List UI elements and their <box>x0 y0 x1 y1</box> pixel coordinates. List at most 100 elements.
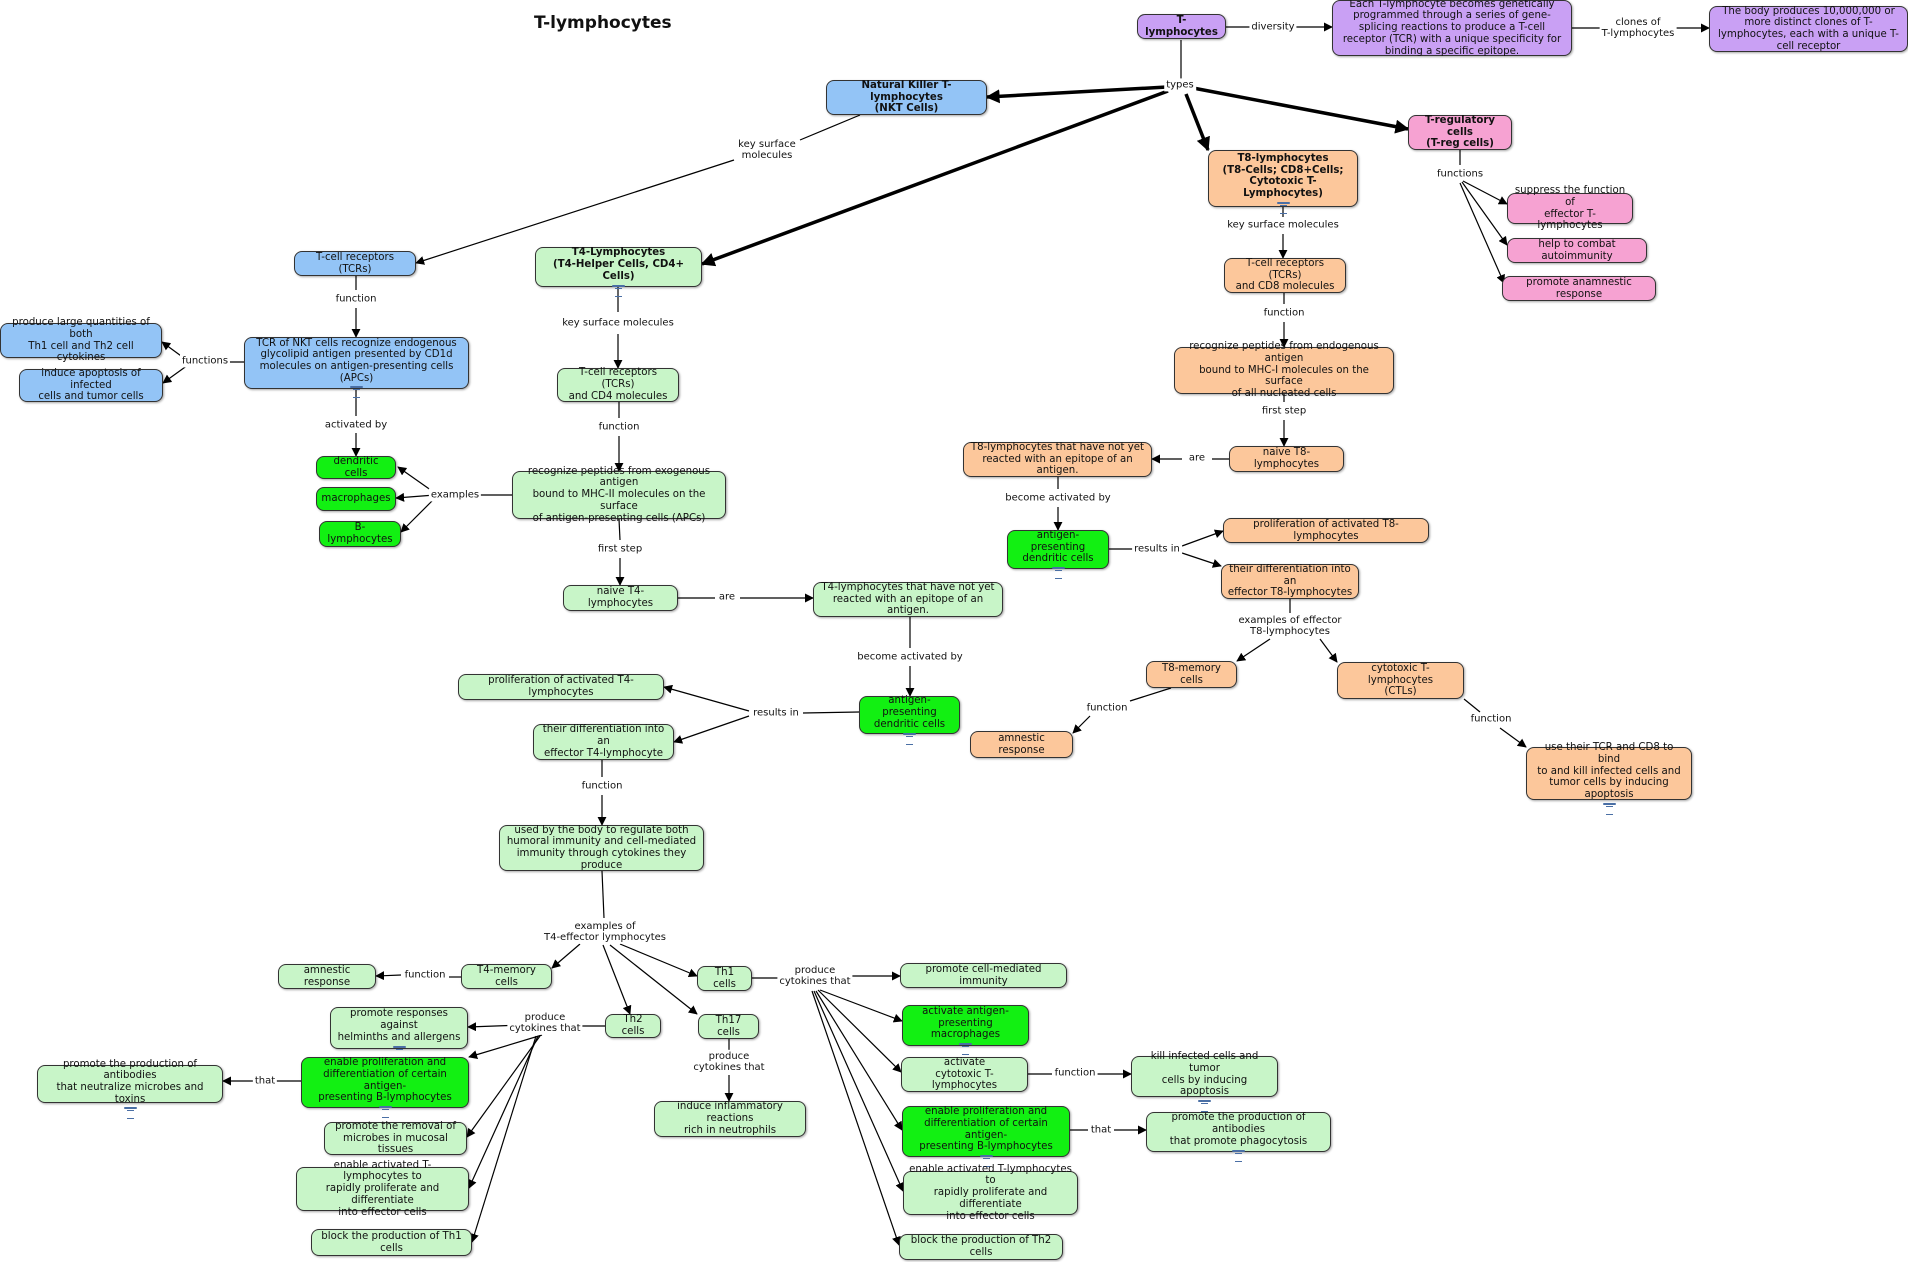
concept-th1-o6[interactable]: block the production of Th2 cells <box>899 1234 1063 1260</box>
concept-t8-diff[interactable]: their differentiation into an effector T… <box>1221 564 1359 599</box>
concept-nkt-f2[interactable]: induce apoptosis of infected cells and t… <box>19 368 163 402</box>
connector-arrow <box>395 492 436 502</box>
concept-th2-o3[interactable]: promote the removal of microbes in mucos… <box>324 1121 467 1155</box>
concept-th2[interactable]: Th2 cells <box>605 1014 661 1038</box>
concept-treg-cells[interactable]: T-regulatory cells (T-reg cells) <box>1408 115 1512 150</box>
concept-t8-mem[interactable]: T8-memory cells <box>1146 661 1237 688</box>
concept-th2-o2-that[interactable]: promote the production of antibodies tha… <box>37 1059 223 1120</box>
resource-document-icon[interactable] <box>1602 802 1616 815</box>
resource-document-icon[interactable] <box>1051 567 1065 580</box>
connector-arrow <box>619 943 698 978</box>
concept-text: activate cytotoxic T-lymphocytes <box>931 1056 998 1092</box>
resource-document-icon[interactable] <box>123 1107 137 1120</box>
concept-treg-f3[interactable]: promote anamnestic response <box>1502 276 1656 301</box>
connector-line <box>799 114 861 141</box>
concept-text: use their TCR and CD8 to bind to and kil… <box>1537 742 1681 801</box>
concept-t8-lymphocytes[interactable]: T8-lymphocytes (T8-Cells; CD8+Cells; Cyt… <box>1208 150 1358 215</box>
resource-document-icon[interactable] <box>903 732 916 745</box>
concept-t8-apc[interactable]: antigen-presenting dendritic cells <box>1007 530 1109 580</box>
concept-t4-notyet[interactable]: T4-lymphocytes that have not yet reacted… <box>813 582 1003 617</box>
concept-t8-recog[interactable]: recognize peptides from endogenous antig… <box>1174 341 1394 399</box>
concept-t4-apc[interactable]: antigen-presenting dendritic cells <box>859 695 960 745</box>
concept-th1-o2[interactable]: activate antigen- presenting macrophages <box>902 1005 1029 1056</box>
resource-document-icon[interactable] <box>1276 201 1290 215</box>
concept-text: their differentiation into an effector T… <box>1227 563 1353 599</box>
concept-text: naive T4-lymphocytes <box>587 586 654 609</box>
concept-t4-mem[interactable]: T4-memory cells <box>461 964 552 989</box>
concept-clone-count[interactable]: The body produces 10,000,000 or more dis… <box>1709 6 1908 52</box>
concept-t4-amnestic[interactable]: amnestic response <box>278 964 376 989</box>
resource-document-icon[interactable] <box>1232 1149 1245 1162</box>
concept-th1-o4-that[interactable]: promote the production of antibodies tha… <box>1146 1112 1331 1162</box>
resource-document-icon[interactable] <box>350 386 363 399</box>
concept-th1-o4[interactable]: enable proliferation and differentiation… <box>902 1106 1070 1167</box>
resource-document-icon[interactable] <box>1198 1099 1211 1112</box>
concept-t8-amnestic[interactable]: amnestic response <box>970 731 1073 758</box>
concept-t-lymphocytes[interactable]: T-lymphocytes <box>1137 14 1226 39</box>
concept-t4-used[interactable]: used by the body to regulate both humora… <box>499 825 704 871</box>
connector-arrow <box>602 944 632 1015</box>
link-clones: clones of T-lymphocytes <box>1599 15 1677 41</box>
link-th2-produce: produce cytokines that <box>507 1010 583 1036</box>
link-nkt-function: function <box>333 292 379 306</box>
concept-t8-naive[interactable]: naive T8-lymphocytes <box>1229 446 1344 472</box>
concept-text: cytotoxic T-lymphocytes (CTLs) <box>1367 662 1434 698</box>
concept-th17-out[interactable]: induce inflammatory reactions rich in ne… <box>654 1101 806 1137</box>
connector-arrow <box>813 990 904 1192</box>
concept-t8-notyet[interactable]: T8-lymphocytes that have not yet reacted… <box>963 442 1152 477</box>
concept-apc-dendritic[interactable]: dendritic cells <box>316 456 396 479</box>
resource-document-icon[interactable] <box>979 1154 993 1167</box>
concept-apc-macro[interactable]: macrophages <box>316 487 396 511</box>
concept-text: promote the production of antibodies tha… <box>56 1058 204 1105</box>
concept-th2-o4[interactable]: enable activated T-lymphocytes to rapidl… <box>296 1160 469 1218</box>
concept-nkt-cells[interactable]: Natural Killer T-lymphocytes (NKT Cells) <box>826 80 987 115</box>
connector-line <box>802 711 860 714</box>
concept-th1-o5[interactable]: enable activated T-lymphocytes to rapidl… <box>903 1164 1078 1222</box>
concept-th1[interactable]: Th1 cells <box>697 966 752 991</box>
concept-nkt-f1[interactable]: produce large quantities of both Th1 cel… <box>0 317 162 363</box>
concept-th1-o1[interactable]: promote cell-mediated immunity <box>900 963 1067 988</box>
resource-document-icon[interactable] <box>612 284 625 297</box>
connector-arrow <box>1072 715 1091 734</box>
concept-text: enable activated T-lymphocytes to rapidl… <box>325 1159 440 1218</box>
resource-document-icon[interactable] <box>959 1043 972 1056</box>
concept-t8-ctl[interactable]: cytotoxic T-lymphocytes (CTLs) <box>1337 662 1464 699</box>
concept-t4-lymphocytes[interactable]: T4-Lymphocytes (T4-Helper Cells, CD4+ Ce… <box>535 247 702 297</box>
connector-arrow <box>663 684 750 712</box>
concept-text: promote anamnestic response <box>1526 276 1632 300</box>
concept-th2-o5[interactable]: block the production of Th1 cells <box>311 1229 472 1256</box>
concept-th2-o2[interactable]: enable proliferation and differentiation… <box>301 1057 469 1118</box>
connector-arrow <box>1461 181 1508 246</box>
link-t4-key: key surface molecules <box>560 316 676 330</box>
concept-th2-o1[interactable]: promote responses against helminths and … <box>330 1007 468 1058</box>
concept-t4-naive[interactable]: naive T4-lymphocytes <box>563 585 678 611</box>
resource-document-icon[interactable] <box>392 1045 406 1058</box>
concept-apc-b[interactable]: B-lymphocytes <box>319 521 401 547</box>
concept-t4-diff[interactable]: their differentiation into an effector T… <box>533 724 674 760</box>
connector-line <box>601 870 605 919</box>
resource-document-icon[interactable] <box>378 1105 392 1118</box>
connector-arrow <box>1192 86 1410 134</box>
connector-arrow <box>468 1035 539 1189</box>
concept-text: proliferation of activated T4-lymphocyte… <box>488 675 634 698</box>
link-th17-produce: produce cytokines that <box>691 1049 767 1075</box>
concept-th1-o3[interactable]: activate cytotoxic T-lymphocytes <box>901 1057 1028 1092</box>
concept-th17[interactable]: Th17 cells <box>698 1014 759 1039</box>
link-activated-by: activated by <box>322 418 390 432</box>
connector-arrow <box>609 944 698 1015</box>
concept-t8-prolif[interactable]: proliferation of activated T8-lymphocyte… <box>1223 518 1429 543</box>
concept-t4-tcr[interactable]: T-cell receptors (TCRs) and CD4 molecule… <box>557 367 679 402</box>
concept-nkt-tcr[interactable]: T-cell receptors (TCRs) <box>294 251 416 276</box>
concept-treg-f1[interactable]: suppress the function of effector T-lymp… <box>1507 185 1633 231</box>
concept-th1-o3-f[interactable]: kill infected cells and tumor cells by i… <box>1131 1051 1278 1112</box>
concept-t4-prolif[interactable]: proliferation of activated T4-lymphocyte… <box>458 674 664 700</box>
concept-t8-tcr[interactable]: T-cell receptors (TCRs) and CD8 molecule… <box>1224 258 1346 293</box>
concept-treg-f2[interactable]: help to combat autoimmunity <box>1507 238 1647 263</box>
concept-t8-ctl-f[interactable]: use their TCR and CD8 to bind to and kil… <box>1526 742 1692 815</box>
link-t4-are: are <box>716 590 738 604</box>
concept-text: amnestic response <box>998 732 1045 756</box>
concept-nkt-func[interactable]: TCR of NKT cells recognize endogenous gl… <box>244 337 469 399</box>
concept-tcr-diversity[interactable]: Each T-lymphocyte becomes genetically pr… <box>1332 0 1572 57</box>
concept-t4-recog[interactable]: recognize peptides from exogenous antige… <box>512 466 726 524</box>
concept-text: activate antigen- presenting macrophages <box>922 1005 1009 1041</box>
